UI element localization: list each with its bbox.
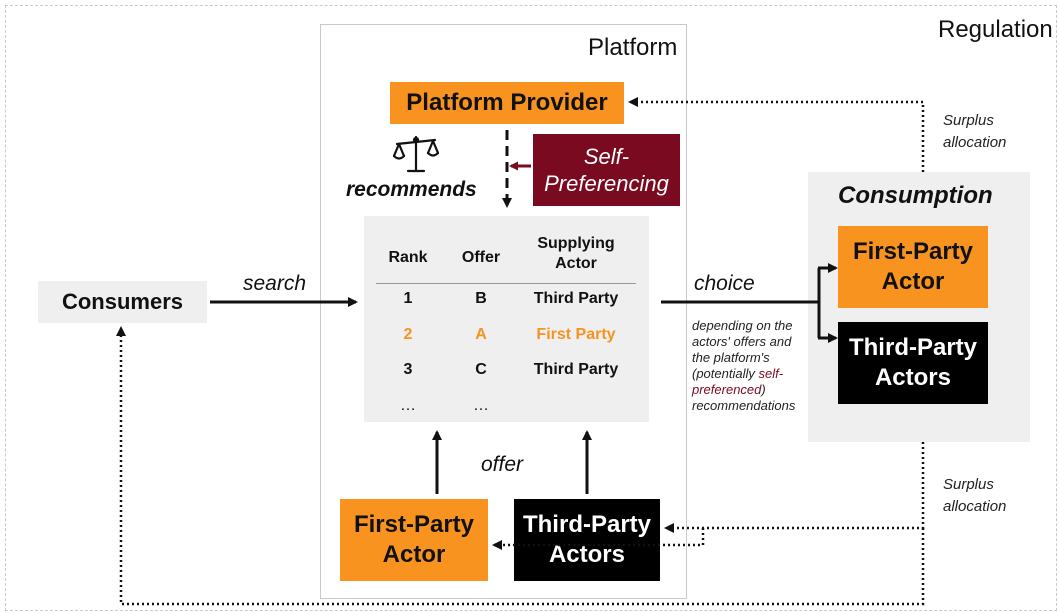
- self-preferencing-label: Self- Preferencing: [544, 144, 669, 196]
- consumption-first-party-actor-label: First-Party Actor: [852, 238, 974, 295]
- first-party-actor-label: First-Party Actor: [353, 511, 475, 568]
- first-party-actor-node: First-Party Actor: [340, 499, 488, 581]
- search-label: search: [243, 272, 307, 295]
- table-header-cell: Rank: [388, 249, 428, 266]
- table-cell: B: [475, 290, 487, 307]
- table-cell: Third Party: [533, 290, 619, 307]
- table-cell: …: [400, 397, 416, 414]
- table-cell: First Party: [536, 326, 616, 343]
- third-party-actors-node: Third-Party Actors: [514, 499, 660, 581]
- choice-note: depending on the actors' offers and the …: [692, 318, 810, 414]
- table-cell: A: [475, 326, 487, 343]
- regulation-boundary: [5, 5, 1057, 611]
- surplus-to-provider-arrow: [628, 97, 925, 172]
- consumers-label: Consumers: [61, 289, 184, 314]
- platform-label: Platform: [588, 34, 678, 61]
- table-header-cell: Supplying Actor: [537, 235, 615, 272]
- self-preferencing-node: Self- Preferencing: [533, 134, 680, 206]
- surplus-to-consumers-arrow: [116, 326, 925, 606]
- ranking-table: [364, 216, 649, 422]
- consumers-node: Consumers: [38, 281, 207, 323]
- table-cell: C: [475, 361, 487, 378]
- surplus-allocation-bottom-label: Surplus allocation: [943, 476, 1007, 515]
- surplus-to-third-party-arrow: [664, 442, 925, 533]
- third-party-actors-label: Third-Party Actors: [522, 511, 651, 568]
- choice-note-highlight: self-preferenced: [692, 366, 784, 397]
- third-party-to-first-party-arrow: [492, 528, 705, 550]
- offer-label: offer: [481, 453, 524, 476]
- table-cell: …: [473, 397, 489, 414]
- platform-provider-node: Platform Provider: [390, 82, 624, 124]
- choice-label: choice: [694, 272, 755, 295]
- recommends-label: recommends: [346, 178, 477, 201]
- consumption-label: Consumption: [838, 182, 993, 209]
- regulation-label: Regulation: [938, 16, 1053, 43]
- choice-note-before: depending on the actors' offers and the …: [692, 318, 793, 381]
- scales-icon: [393, 135, 439, 173]
- table-cell: Third Party: [533, 361, 619, 378]
- platform-provider-label: Platform Provider: [406, 89, 608, 116]
- choice-note-after: ) recommendations: [692, 382, 796, 413]
- consumption-third-party-actors-label: Third-Party Actors: [848, 334, 977, 391]
- consumption-third-party-actors-node: Third-Party Actors: [838, 322, 988, 404]
- consumption-first-party-actor-node: First-Party Actor: [838, 226, 988, 308]
- table-header-divider: [376, 283, 636, 284]
- surplus-allocation-top-label: Surplus allocation: [943, 112, 1007, 151]
- table-cell: 3: [403, 361, 413, 378]
- table-cell: 1: [403, 290, 413, 307]
- table-header-cell: Offer: [461, 249, 501, 266]
- table-cell: 2: [403, 326, 413, 343]
